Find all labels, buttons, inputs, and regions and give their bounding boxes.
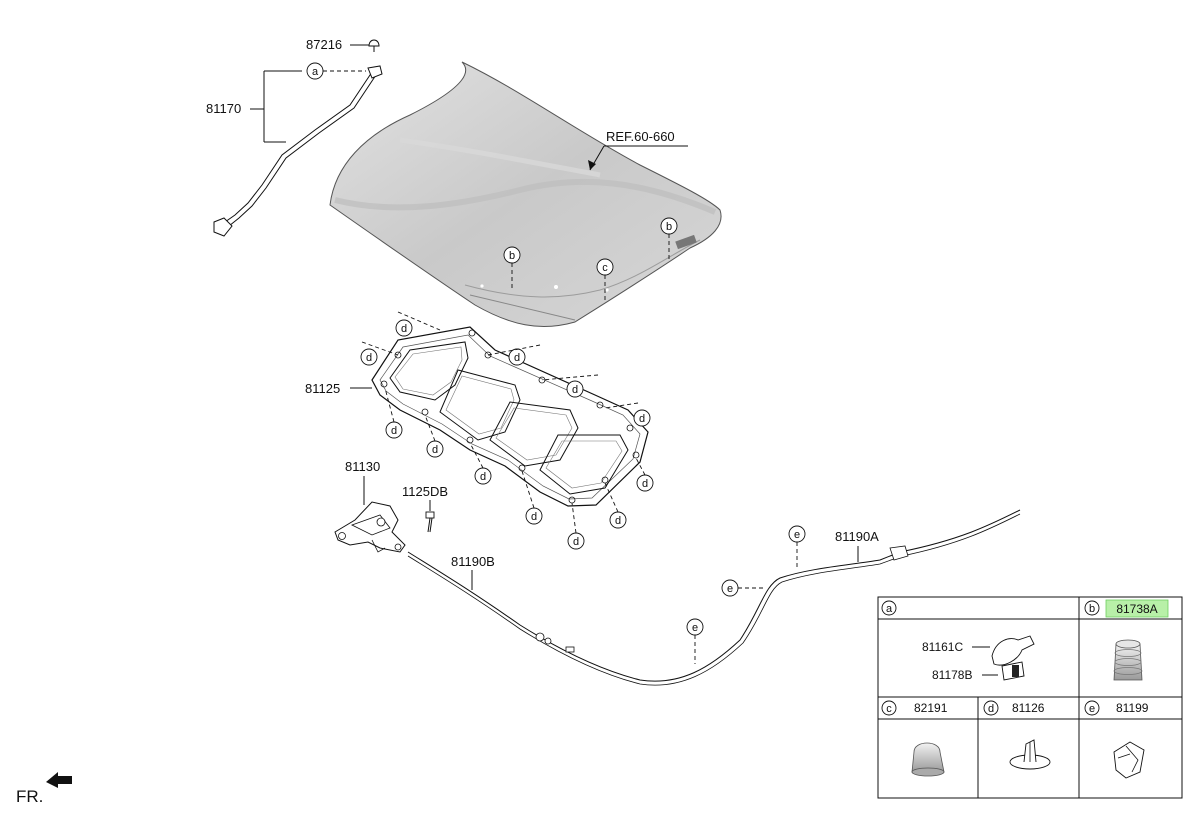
stay-rod (213, 65, 383, 237)
callout-d: d (384, 387, 403, 439)
legend-cell-e: e 81199 (1084, 700, 1149, 779)
svg-text:a: a (886, 603, 893, 615)
insulator-label: 81125 (305, 381, 340, 396)
svg-text:d: d (988, 703, 994, 715)
rod-clip-label: 87216 (306, 37, 342, 52)
legend-d-part: 81126 (1012, 701, 1045, 715)
svg-text:d: d (573, 536, 579, 548)
svg-text:e: e (692, 622, 698, 634)
legend-b-part: 81738A (1116, 602, 1157, 616)
legend-cell-b: b 81738A (1084, 599, 1169, 681)
hood-latch (334, 501, 406, 553)
callout-c: c (596, 258, 614, 302)
legend-cell-d: d 81126 (983, 700, 1051, 770)
stay-rod-label: 81170 (206, 101, 241, 116)
front-label: FR. (16, 787, 43, 806)
callout-d: d (469, 442, 492, 485)
front-direction: FR. (16, 772, 72, 806)
push-clip-icon (1009, 739, 1051, 770)
callout-d: d (604, 402, 651, 427)
svg-text:d: d (531, 511, 537, 523)
svg-text:b: b (1089, 603, 1095, 615)
callout-d: d (395, 311, 441, 337)
callout-a: a (306, 62, 366, 80)
legend-cell-c: c 82191 (881, 700, 948, 777)
legend-e-part: 81199 (1116, 701, 1149, 715)
clip-bracket-icon (991, 635, 1035, 666)
svg-text:e: e (794, 529, 800, 541)
bolt-label: 1125DB (402, 484, 448, 499)
parts-legend-table: a 81161C 81178B b 81738A (877, 596, 1183, 799)
svg-text:d: d (366, 352, 372, 364)
callout-d: d (567, 502, 585, 550)
svg-text:d: d (615, 515, 621, 527)
rubber-bumper-icon (911, 742, 945, 777)
callout-e-top: e (788, 525, 806, 570)
hood-insulator (371, 326, 649, 507)
svg-text:d: d (514, 352, 520, 364)
hood-ref-label: REF.60-660 (588, 129, 688, 171)
callout-d: d (604, 482, 627, 529)
svg-text:c: c (602, 262, 608, 274)
svg-text:d: d (480, 471, 486, 483)
callout-b-right: b (660, 217, 678, 262)
front-arrow-icon (46, 772, 72, 788)
latch-label: 81130 (345, 459, 380, 474)
svg-text:e: e (1089, 703, 1095, 715)
hood-panel (329, 61, 722, 327)
callout-d: d (521, 470, 543, 525)
svg-text:e: e (727, 583, 733, 595)
bumper-stop-icon (1113, 639, 1143, 681)
rod-clip (368, 39, 380, 52)
cable-b-label: 81190B (451, 554, 495, 569)
cable-clip-icon (1113, 741, 1145, 779)
legend-a-part2: 81178B (932, 668, 972, 682)
svg-text:d: d (432, 444, 438, 456)
callout-d: d (635, 457, 654, 492)
svg-text:d: d (642, 478, 648, 490)
callout-e-mid: e (721, 579, 764, 597)
svg-text:d: d (391, 425, 397, 437)
svg-text:b: b (509, 250, 515, 262)
cable-a-label: 81190A (835, 529, 879, 544)
callout-d: d (541, 374, 599, 398)
legend-c-part: 82191 (914, 701, 948, 715)
hood-ref-text: REF.60-660 (606, 129, 675, 144)
legend-a-part1: 81161C (922, 640, 963, 654)
callout-d: d (424, 414, 444, 458)
legend-cell-a: a 81161C 81178B (881, 600, 1035, 682)
svg-text:b: b (666, 221, 672, 233)
svg-text:d: d (401, 323, 407, 335)
svg-text:d: d (572, 384, 578, 396)
legend-b-highlight (1105, 599, 1169, 618)
bolt (425, 511, 435, 533)
svg-text:c: c (886, 703, 892, 715)
svg-text:d: d (639, 413, 645, 425)
svg-text:a: a (312, 66, 319, 78)
release-cable (407, 509, 1021, 686)
callout-d: d (487, 344, 541, 366)
callout-e-low: e (686, 618, 704, 664)
callout-d: d (360, 341, 399, 366)
callouts-d: d d d d d d d d d d d d (360, 311, 654, 550)
callout-b-left: b (503, 246, 521, 290)
